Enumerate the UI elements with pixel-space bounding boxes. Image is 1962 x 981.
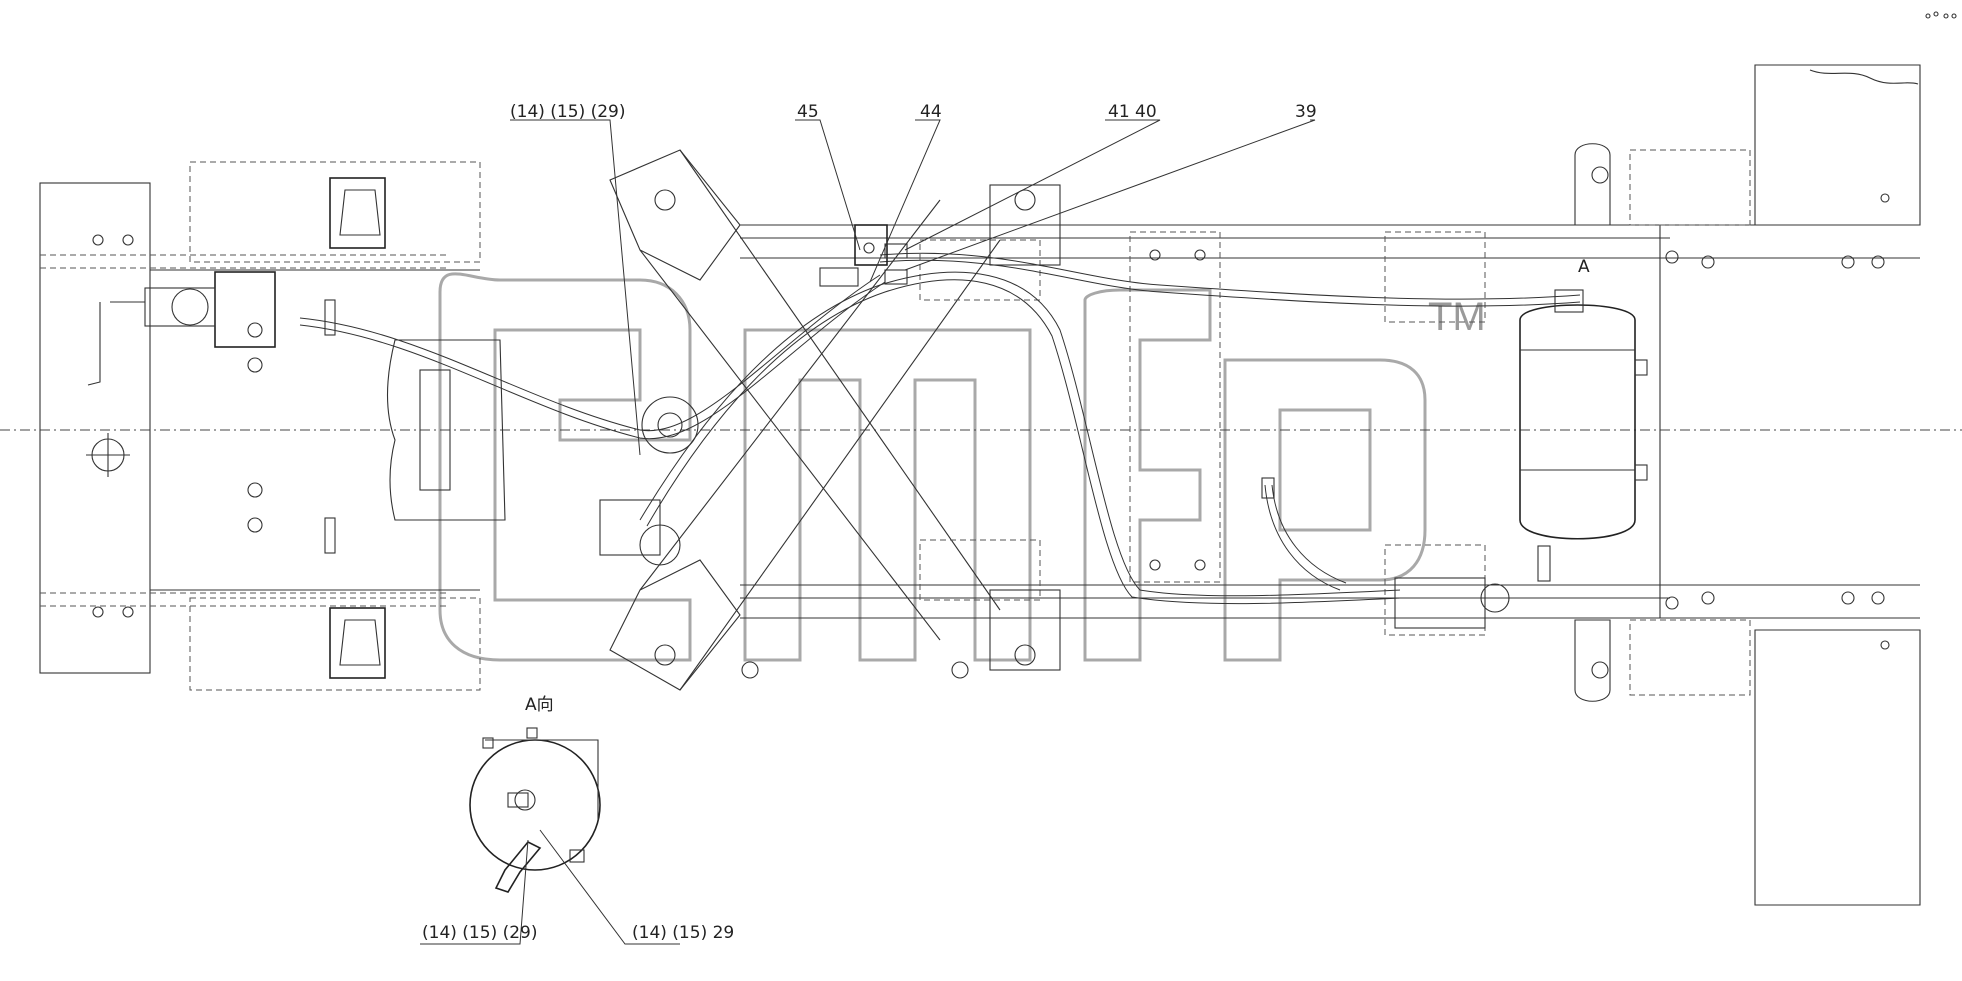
callout-39: 39 xyxy=(1295,102,1317,122)
callout-14-15-29-bottom-right: (14) (15) 29 xyxy=(632,923,734,943)
spring-hanger-bottom-left xyxy=(329,607,386,679)
valve-cluster xyxy=(819,224,908,287)
callout-labels: (14) (15) (29) 45 44 41 40 39 A A向 (14) … xyxy=(422,102,1590,943)
callout-a-mark: A xyxy=(1578,257,1590,277)
air-reservoir-tank xyxy=(1394,289,1648,629)
view-a-detail xyxy=(469,727,601,893)
callout-41-40: 41 40 xyxy=(1108,102,1157,122)
x-crossmember xyxy=(599,149,1001,691)
callout-14-15-29-top: (14) (15) (29) xyxy=(510,102,626,122)
right-rear-frame xyxy=(1574,64,1921,906)
callout-14-15-29-bottom-left: (14) (15) (29) xyxy=(422,923,538,943)
left-frame xyxy=(39,161,506,691)
spring-hanger-top-left xyxy=(329,177,386,249)
callout-45: 45 xyxy=(797,102,819,122)
callout-44: 44 xyxy=(920,102,942,122)
leader-lines xyxy=(420,119,1316,945)
corner-marks xyxy=(1925,11,1957,19)
view-a-title: A向 xyxy=(525,695,554,715)
air-hoses xyxy=(299,252,1581,605)
watermark-logo xyxy=(438,272,1427,662)
valve-44 xyxy=(854,224,888,266)
main-frame-rails xyxy=(740,184,1670,679)
watermark-tm: TM xyxy=(1428,295,1486,339)
brake-chamber-left xyxy=(214,271,276,348)
